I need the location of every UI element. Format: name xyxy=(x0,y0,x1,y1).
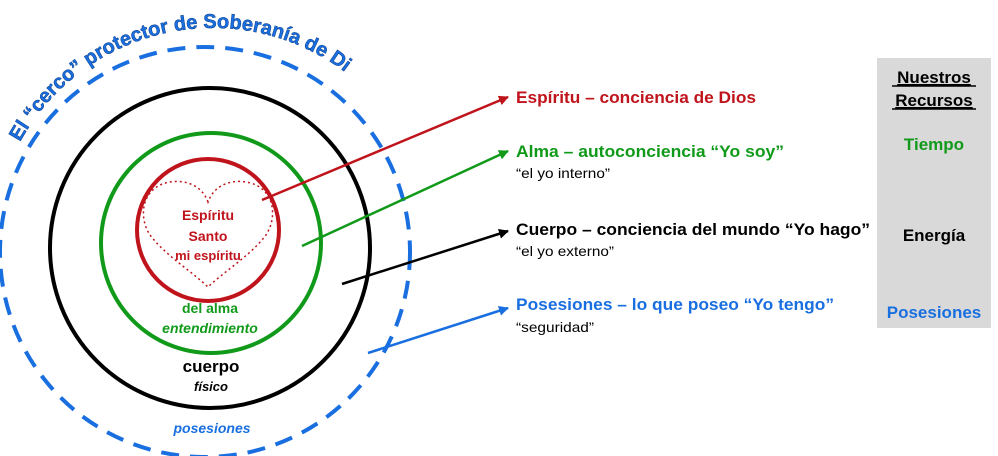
body-label-1: cuerpo xyxy=(183,357,240,376)
soul-label-1: del alma xyxy=(182,300,238,316)
resources-heading-1: Nuestros xyxy=(897,68,971,87)
resource-posesiones: Posesiones xyxy=(887,303,982,322)
possessions-arrow xyxy=(367,305,509,355)
body-description: Cuerpo – conciencia del mundo “Yo hago” xyxy=(516,220,870,239)
body-subtitle: “el yo externo” xyxy=(516,243,614,259)
spirit-label-1: Espíritu xyxy=(182,207,234,223)
spirit-circle xyxy=(135,157,281,303)
possessions-description: Posesiones – lo que poseo “Yo tengo” xyxy=(516,295,834,314)
resources-panel xyxy=(877,58,991,328)
soul-arrow xyxy=(301,149,509,248)
soul-label-2: entendimiento xyxy=(162,320,258,336)
soul-description: Alma – autoconciencia “Yo soy” xyxy=(516,142,784,161)
spirit-description: Espíritu – conciencia de Dios xyxy=(516,88,756,107)
soul-subtitle: “el yo interno” xyxy=(516,165,610,181)
spirit-label-3: mi espíritu xyxy=(175,248,241,263)
soul-circle xyxy=(99,131,323,355)
body-label-2: físico xyxy=(194,379,228,394)
possessions-dashed-circle xyxy=(0,45,412,456)
resource-tiempo: Tiempo xyxy=(904,135,964,154)
possessions-subtitle: “seguridad” xyxy=(516,319,594,335)
title: El “cerco” protector de Soberanía de Dio… xyxy=(0,0,355,145)
resources-heading-2: Recursos xyxy=(895,91,972,110)
possessions-label: posesiones xyxy=(172,420,250,436)
resource-energia: Energía xyxy=(903,226,966,245)
spirit-label-2: Santo xyxy=(189,228,228,244)
body-arrow xyxy=(341,228,509,286)
spirit-arrow xyxy=(261,95,509,202)
body-circle xyxy=(48,86,372,410)
